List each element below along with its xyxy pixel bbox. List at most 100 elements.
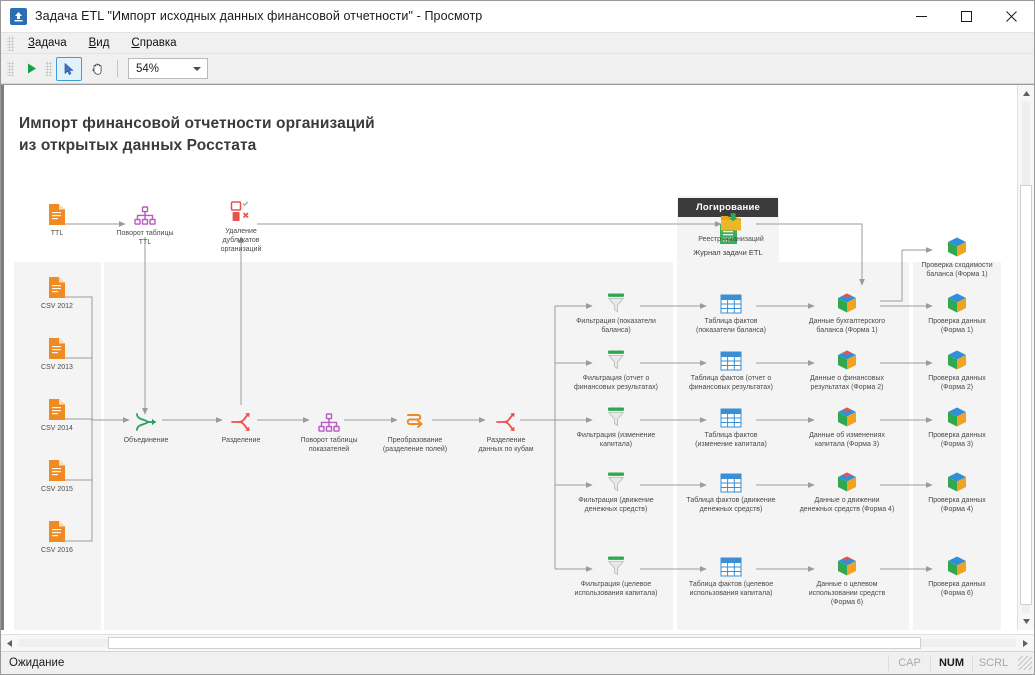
node-label: Данные об изменениях капитала (Форма 3) — [809, 432, 885, 449]
table-icon — [720, 551, 742, 577]
zoom-value: 54% — [136, 62, 160, 75]
scroll-right-arrow-icon[interactable] — [1017, 635, 1034, 651]
node-source-csv-2013[interactable]: CSV 2013 — [17, 334, 97, 372]
file-csv-icon — [48, 517, 66, 543]
node-dedupe-orgs[interactable]: Удаление дубликатов организаций — [201, 198, 281, 255]
node-check-form6[interactable]: Проверка данных (Форма 6) — [912, 551, 1002, 598]
node-check-form3[interactable]: Проверка данных (Форма 3) — [912, 402, 1002, 449]
filter-icon — [606, 467, 626, 493]
node-cube-form4[interactable]: Данные о движении денежных средств (Форм… — [787, 467, 907, 514]
zoom-combobox[interactable]: 54% — [128, 58, 208, 79]
menu-item-task[interactable]: Задача — [17, 35, 78, 51]
node-label: Удаление дубликатов организаций — [220, 228, 262, 254]
node-filter-cashflow[interactable]: Фильтрация (движение денежных средств) — [562, 467, 670, 514]
node-source-csv-2015[interactable]: CSV 2015 — [17, 456, 97, 494]
node-pivot-indicators[interactable]: Поворот таблицы показателей — [284, 407, 374, 454]
resize-grip-icon[interactable] — [1018, 656, 1032, 670]
node-filter-targeted-capital[interactable]: Фильтрация (целевое использования капита… — [562, 551, 670, 598]
close-icon[interactable] — [989, 1, 1034, 32]
node-cube-form2[interactable]: Данные о финансовых результатах (Форма 2… — [793, 345, 901, 392]
node-merge[interactable]: Объединение — [106, 407, 186, 445]
scroll-left-arrow-icon[interactable] — [1, 635, 18, 651]
node-check-form1[interactable]: Проверка данных (Форма 1) — [912, 288, 1002, 335]
node-label: Разделение — [221, 437, 261, 444]
node-label: TTL — [50, 230, 64, 237]
cursor-icon — [64, 62, 74, 75]
node-split-to-cubes[interactable]: Разделение данных по кубам — [466, 407, 546, 454]
node-filter-balance[interactable]: Фильтрация (показатели баланса) — [562, 288, 670, 335]
node-filter-financial-results[interactable]: Фильтрация (отчет о финансовых результат… — [562, 345, 670, 392]
node-cube-form1[interactable]: Данные бухгалтерского баланса (Форма 1) — [793, 288, 901, 335]
node-source-ttl[interactable]: TTL — [17, 200, 97, 238]
scroll-down-arrow-icon[interactable] — [1018, 613, 1035, 630]
node-label: Таблица фактов (целевое использования ка… — [688, 581, 774, 598]
menu-grip-icon[interactable] — [7, 35, 14, 51]
vertical-scrollbar[interactable] — [1017, 85, 1035, 630]
node-check-balance-convergence[interactable]: Проверка сходимости баланса (Форма 1) — [912, 232, 1002, 279]
node-pivot-ttl[interactable]: Поворот таблицы TTL — [100, 200, 190, 247]
node-cube-form3[interactable]: Данные об изменениях капитала (Форма 3) — [793, 402, 901, 449]
menu-label: правка — [139, 37, 177, 49]
cube-icon — [836, 345, 858, 371]
cube-icon — [836, 551, 858, 577]
run-button[interactable] — [18, 57, 44, 81]
node-fact-table-financial-results[interactable]: Таблица фактов (отчет о финансовых резул… — [677, 345, 785, 392]
node-filter-capital-change[interactable]: Фильтрация (изменение капитала) — [562, 402, 670, 449]
node-registry-orgs[interactable]: Реестр организаций — [677, 206, 785, 244]
node-source-csv-2014[interactable]: CSV 2014 — [17, 395, 97, 433]
node-label: CSV 2012 — [41, 303, 73, 310]
pivot-icon — [134, 200, 156, 226]
etl-app-icon — [10, 7, 27, 25]
node-fact-table-capital-change[interactable]: Таблица фактов (изменение капитала) — [677, 402, 785, 449]
table-icon — [720, 467, 742, 493]
toolbar-grip-icon-2[interactable] — [45, 61, 52, 76]
node-label: Проверка данных (Форма 6) — [928, 581, 986, 598]
menu-item-view[interactable]: Вид — [78, 35, 121, 51]
maximize-icon[interactable] — [944, 1, 989, 32]
merge-icon — [133, 407, 159, 433]
node-check-form2[interactable]: Проверка данных (Форма 2) — [912, 345, 1002, 392]
node-source-csv-2012[interactable]: CSV 2012 — [17, 273, 97, 311]
menu-accel: С — [131, 37, 140, 49]
split-icon — [228, 407, 254, 433]
scroll-up-arrow-icon[interactable] — [1018, 85, 1035, 102]
scroll-track-top[interactable] — [1022, 102, 1031, 185]
chevron-down-icon[interactable] — [193, 66, 201, 71]
filter-icon — [606, 345, 626, 371]
node-label: Фильтрация (изменение капитала) — [576, 432, 656, 449]
node-label: Поворот таблицы TTL — [116, 230, 174, 247]
pan-tool-button[interactable] — [84, 57, 110, 81]
node-cube-form6[interactable]: Данные о целевом использовании средств (… — [793, 551, 901, 608]
horizontal-scrollbar[interactable] — [1, 634, 1034, 651]
status-text: Ожидание — [9, 657, 65, 669]
window-title: Задача ETL "Импорт исходных данных финан… — [35, 9, 483, 23]
node-label: Таблица фактов (показатели баланса) — [695, 318, 767, 335]
table-icon — [720, 345, 742, 371]
menu-item-help[interactable]: Справка — [120, 35, 187, 51]
select-tool-button[interactable] — [56, 56, 82, 81]
title-bar: Задача ETL "Импорт исходных данных финан… — [1, 1, 1034, 32]
filter-icon — [606, 402, 626, 428]
hand-icon — [92, 63, 102, 75]
node-fact-table-targeted-capital[interactable]: Таблица фактов (целевое использования ка… — [671, 551, 791, 598]
scroll-thumb-vertical[interactable] — [1020, 185, 1033, 605]
file-csv-icon — [48, 334, 66, 360]
diagram-canvas[interactable]: Импорт финансовой отчетности организаций… — [1, 85, 1018, 630]
node-convert-split-fields[interactable]: Преобразование (разделение полей) — [370, 407, 460, 454]
menu-label: адача — [34, 37, 67, 49]
node-fact-table-cashflow[interactable]: Таблица фактов (движение денежных средст… — [671, 467, 791, 514]
run-icon — [27, 63, 36, 74]
node-label: Преобразование (разделение полей) — [382, 437, 448, 454]
node-label: Данные бухгалтерского баланса (Форма 1) — [808, 318, 886, 335]
node-check-form4[interactable]: Проверка данных (Форма 4) — [912, 467, 1002, 514]
node-source-csv-2016[interactable]: CSV 2016 — [17, 517, 97, 555]
minimize-icon[interactable] — [899, 1, 944, 32]
node-fact-table-balance[interactable]: Таблица фактов (показатели баланса) — [677, 288, 785, 335]
scroll-track-bottom[interactable] — [1022, 605, 1031, 613]
node-label: Данные о движении денежных средств (Форм… — [799, 497, 895, 514]
toolbar-grip-icon[interactable] — [7, 61, 14, 76]
node-split[interactable]: Разделение — [201, 407, 281, 445]
menu-accel: В — [88, 37, 97, 49]
node-label: Проверка данных (Форма 1) — [928, 318, 986, 335]
scroll-thumb-horizontal[interactable] — [108, 637, 921, 649]
